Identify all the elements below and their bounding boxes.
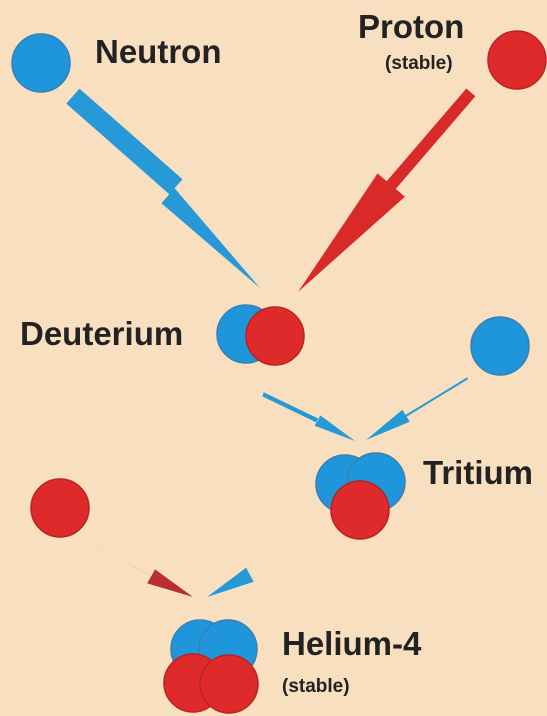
arrow-neutron-to-deuterium: [66, 88, 260, 288]
deuterium-proton: [245, 306, 305, 366]
proton-label: Proton: [358, 8, 465, 45]
arrow-neutron-to-tritium: [366, 377, 469, 440]
proton-particle-2: [30, 478, 90, 538]
arrow-tritium-to-helium: [207, 538, 318, 597]
helium-nucleus: [163, 619, 259, 714]
helium-proton-2: [199, 654, 259, 714]
deuterium-label: Deuterium: [20, 315, 184, 352]
tritium-nucleus: [315, 452, 406, 540]
neutron-particle-2: [470, 316, 530, 376]
deuterium-nucleus: [216, 304, 305, 366]
arrow-deuterium-to-tritium: [262, 392, 355, 441]
arrow-proton-to-helium: [95, 545, 193, 597]
helium-label: Helium-4: [282, 625, 422, 662]
neutron-particle: [11, 33, 71, 93]
helium-stable-note: (stable): [282, 676, 350, 697]
arrows: [66, 88, 476, 597]
arrow-proton-to-deuterium: [298, 88, 476, 292]
proton-stable-note: (stable): [385, 53, 453, 74]
tritium-label: Tritium: [423, 454, 534, 491]
proton-particle: [487, 30, 547, 90]
neutron-label: Neutron: [95, 33, 222, 70]
tritium-proton: [330, 480, 390, 540]
